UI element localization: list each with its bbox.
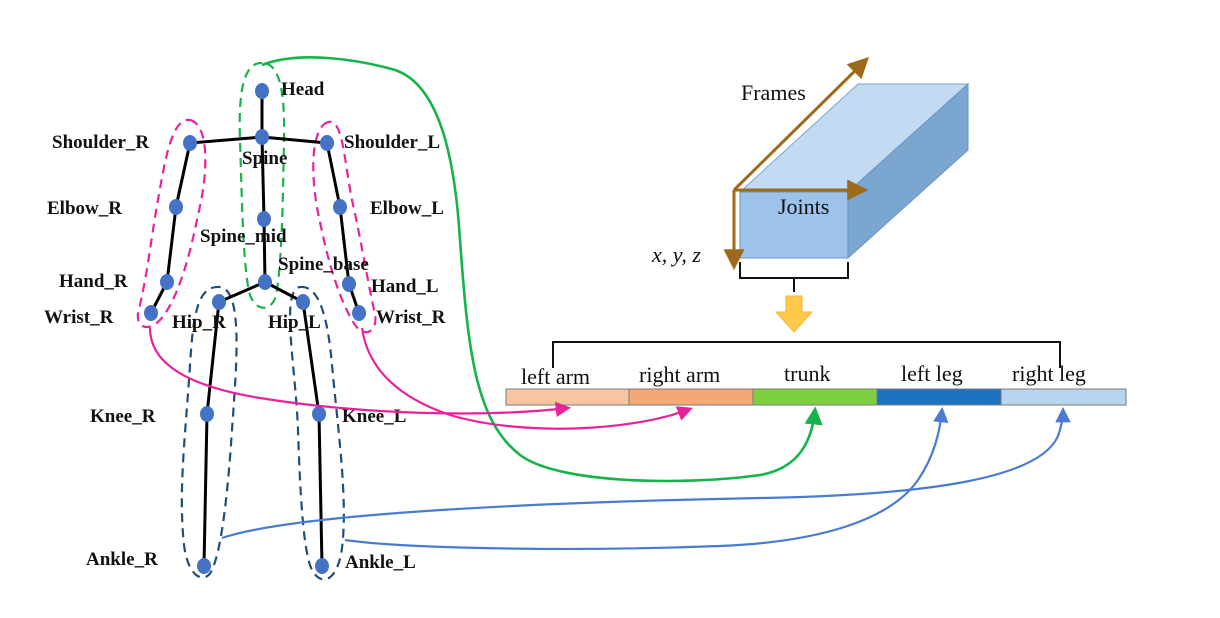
joint-ankle-l (315, 558, 329, 574)
bone-spine-spinemid (260, 136, 266, 220)
joint-hip-r (212, 294, 226, 310)
label-elbow-r: Elbow_R (47, 198, 122, 219)
segment-label-right-arm: right arm (639, 362, 720, 387)
bone-knee-ankle-l (317, 413, 324, 567)
joint-knee-r (200, 406, 214, 422)
bone-elbow-hand-l (338, 206, 351, 285)
joint-spine-mid (257, 211, 271, 227)
joint-shoulder-r (183, 135, 197, 151)
joint-spine (255, 129, 269, 145)
coords-axis-label: x, y, z (651, 242, 701, 267)
joint-elbow-r (169, 199, 183, 215)
joint-elbow-l (333, 199, 347, 215)
bone-spine-shoulder-l (261, 135, 328, 145)
segment-brace (552, 341, 1061, 368)
segment-label-left-arm: left arm (521, 364, 590, 389)
joint-wrist-r-b (352, 305, 366, 321)
label-spine: Spine (242, 148, 287, 169)
bone-spine-shoulder-r (189, 135, 263, 145)
joint-spine-base (258, 274, 272, 290)
joint-hip-l (296, 294, 310, 310)
joint-shoulder-l (320, 135, 334, 151)
tensor-box: Frames Joints x, y, z (651, 57, 970, 333)
bone-hip-knee-l (301, 301, 321, 415)
joint-knee-l (312, 406, 326, 422)
bone-spinemid-spinebase (262, 218, 267, 283)
tensor-brace (739, 262, 849, 279)
joint-wrist-r-a (144, 305, 158, 321)
label-spine-mid: Spine_mid (200, 226, 287, 247)
segment-label-left-leg: left leg (901, 361, 963, 386)
tensor-box-front-face (739, 191, 849, 259)
label-hip-l: Hip_L (268, 312, 321, 333)
joint-hand-r (160, 274, 174, 290)
label-wrist-r-left: Wrist_R (44, 307, 114, 328)
segment-right-leg (1000, 388, 1127, 406)
segment-left-arm (505, 388, 630, 406)
label-wrist-r-right: Wrist_R (376, 307, 446, 328)
bone-shoulder-elbow-r (174, 142, 192, 208)
left-leg-group-outline (288, 285, 345, 581)
joint-hand-l (342, 276, 356, 292)
right-arm-group-outline (136, 118, 207, 329)
frames-axis-arrow (732, 57, 869, 192)
segment-label-trunk: trunk (784, 361, 830, 386)
label-shoulder-l: Shoulder_L (344, 132, 440, 153)
segment-trunk (752, 388, 878, 406)
segment-bar-group: left arm right arm trunk left leg right … (505, 341, 1127, 406)
bone-shoulder-elbow-l (325, 142, 342, 208)
label-shoulder-r: Shoulder_R (52, 132, 149, 153)
skeleton-joints (144, 83, 366, 574)
bone-knee-ankle-r (202, 413, 209, 567)
joints-axis-label: Joints (778, 194, 829, 219)
label-head: Head (281, 79, 325, 100)
label-knee-r: Knee_R (90, 406, 156, 427)
down-arrow-icon (774, 295, 814, 333)
label-spine-base: Spine_base (278, 254, 369, 275)
bone-hip-knee-r (205, 301, 221, 415)
label-hand-r: Hand_R (59, 271, 128, 292)
trunk-connector-arrow (261, 56, 823, 483)
segment-label-right-leg: right leg (1012, 361, 1086, 386)
connector-arrows (148, 56, 1071, 550)
right-leg-connector-arrow (221, 406, 1071, 540)
label-ankle-l: Ankle_L (345, 552, 416, 573)
label-hip-r: Hip_R (172, 312, 226, 333)
segment-left-leg (876, 388, 1002, 406)
left-arm-group-outline (312, 120, 377, 334)
joint-labels: Head Spine Shoulder_R Shoulder_L Elbow_R… (44, 79, 446, 573)
label-elbow-l: Elbow_L (370, 198, 444, 219)
joint-ankle-r (197, 558, 211, 574)
bone-spinebase-hip-r (218, 280, 266, 304)
joint-head (255, 83, 269, 99)
left-arm-connector-arrow (360, 327, 693, 430)
label-hand-l: Hand_L (371, 276, 439, 297)
label-ankle-r: Ankle_R (86, 549, 158, 570)
bone-elbow-hand-r (165, 206, 178, 283)
frames-axis-label: Frames (741, 80, 806, 105)
trunk-group-outline (238, 61, 286, 309)
right-arm-connector-arrow (148, 327, 572, 418)
left-leg-connector-arrow (344, 406, 949, 550)
segment-right-arm (628, 388, 754, 406)
